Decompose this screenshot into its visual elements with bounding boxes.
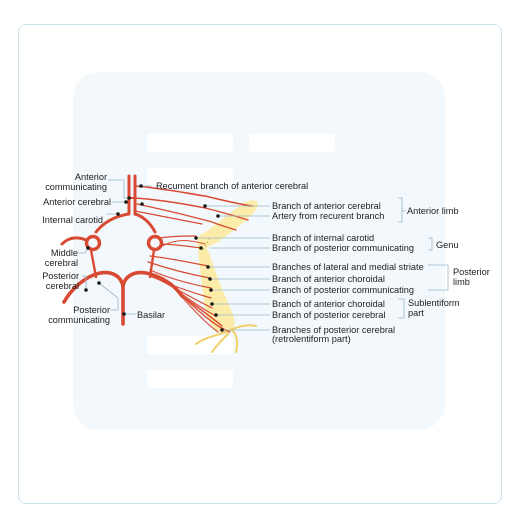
group-anterior-limb: Anterior limb bbox=[407, 206, 459, 216]
watermark-bar bbox=[147, 134, 233, 152]
genu-divider bbox=[201, 237, 211, 253]
reference-dots bbox=[84, 184, 224, 332]
left-middle-cerebral bbox=[60, 236, 88, 246]
branch-internal-carotid-artery bbox=[159, 235, 197, 239]
label-posterior-cerebral-2: cerebral bbox=[46, 281, 79, 291]
anterior-choroidal-sl-artery bbox=[159, 279, 213, 309]
anterior-branch-4 bbox=[134, 210, 203, 225]
group-labels: Anterior limb Genu Posterior limb Sublen… bbox=[407, 206, 490, 318]
label-artery-recurent-branch: Artery from recurent branch bbox=[272, 211, 384, 221]
label-basilar: Basilar bbox=[137, 310, 165, 320]
label-branch-internal-carotid: Branch of internal carotid bbox=[272, 233, 374, 243]
posterior-cerebral-sl-artery bbox=[175, 289, 217, 317]
watermark-bar bbox=[147, 336, 233, 354]
striate-branch-1 bbox=[149, 255, 209, 267]
recurrent-branch-artery bbox=[134, 185, 253, 207]
label-branch-anterior-choroidal-sl: Branch of anterior choroidal bbox=[272, 299, 385, 309]
leader-lines bbox=[78, 179, 449, 331]
right-labels: Recument branch of anterior cerebral Bra… bbox=[156, 181, 424, 344]
label-recurrent-branch: Recument branch of anterior cerebral bbox=[156, 181, 308, 191]
group-sublentiform-1: Sublentiform bbox=[408, 298, 460, 308]
group-posterior-limb-2: limb bbox=[453, 277, 470, 287]
label-anterior-communicating-1: Anterior bbox=[75, 172, 107, 182]
watermark-bar bbox=[249, 134, 335, 152]
label-branches-striate: Branches of lateral and medial striate bbox=[272, 262, 424, 272]
label-posterior-communicating-2: communicating bbox=[48, 315, 110, 325]
label-middle-cerebral-1: Middle bbox=[51, 248, 78, 258]
label-internal-carotid: Internal carotid bbox=[42, 215, 103, 225]
group-genu: Genu bbox=[436, 240, 458, 250]
right-posterior-cerebral bbox=[121, 270, 184, 298]
watermark-bar bbox=[147, 370, 233, 388]
label-branch-posterior-communicating-pl: Branch of posterior communicating bbox=[272, 285, 414, 295]
label-middle-cerebral-2: cerebral bbox=[45, 258, 78, 268]
group-sublentiform-2: part bbox=[408, 308, 424, 318]
label-posterior-communicating-1: Posterior bbox=[73, 305, 110, 315]
label-branch-anterior-choroidal-pl: Branch of anterior choroidal bbox=[272, 274, 385, 284]
artery-recurent-branch-artery bbox=[136, 203, 237, 231]
left-labels: Anterior communicating Anterior cerebral… bbox=[42, 172, 165, 325]
left-carotid-trunk bbox=[94, 212, 131, 234]
label-branch-anterior-cerebral: Branch of anterior cerebral bbox=[272, 201, 381, 211]
watermark-bar bbox=[147, 168, 233, 186]
posterior-communicating-pl-artery bbox=[149, 275, 212, 299]
watermark-background bbox=[73, 72, 445, 430]
left-posterior-cerebral bbox=[62, 270, 125, 304]
retrolentiform-tails bbox=[195, 324, 257, 353]
label-anterior-communicating-2: communicating bbox=[45, 182, 107, 192]
genu-branch-3 bbox=[161, 239, 206, 247]
label-branch-posterior-cerebral-sl: Branch of posterior cerebral bbox=[272, 310, 385, 320]
group-posterior-limb-1: Posterior bbox=[453, 267, 490, 277]
anterior-choroidal-pl-artery bbox=[149, 269, 212, 289]
label-branches-posterior-cerebral-2: (retrolentiform part) bbox=[272, 334, 351, 344]
label-posterior-cerebral-1: Posterior bbox=[42, 271, 79, 281]
label-branch-posterior-communicating-genu: Branch of posterior communicating bbox=[272, 243, 414, 253]
left-internal-carotid bbox=[84, 234, 102, 252]
branch-posterior-communicating-genu-artery bbox=[159, 243, 202, 249]
retrolentiform-artery-3 bbox=[171, 285, 219, 333]
posterior-limb-shape bbox=[197, 240, 235, 334]
arteries bbox=[60, 174, 253, 333]
right-carotid-trunk bbox=[133, 212, 157, 234]
label-anterior-cerebral: Anterior cerebral bbox=[43, 197, 111, 207]
label-branches-posterior-cerebral-1: Branches of posterior cerebral bbox=[272, 325, 395, 335]
striate-branch-2 bbox=[147, 261, 211, 279]
anterior-limb-shape bbox=[196, 200, 258, 248]
